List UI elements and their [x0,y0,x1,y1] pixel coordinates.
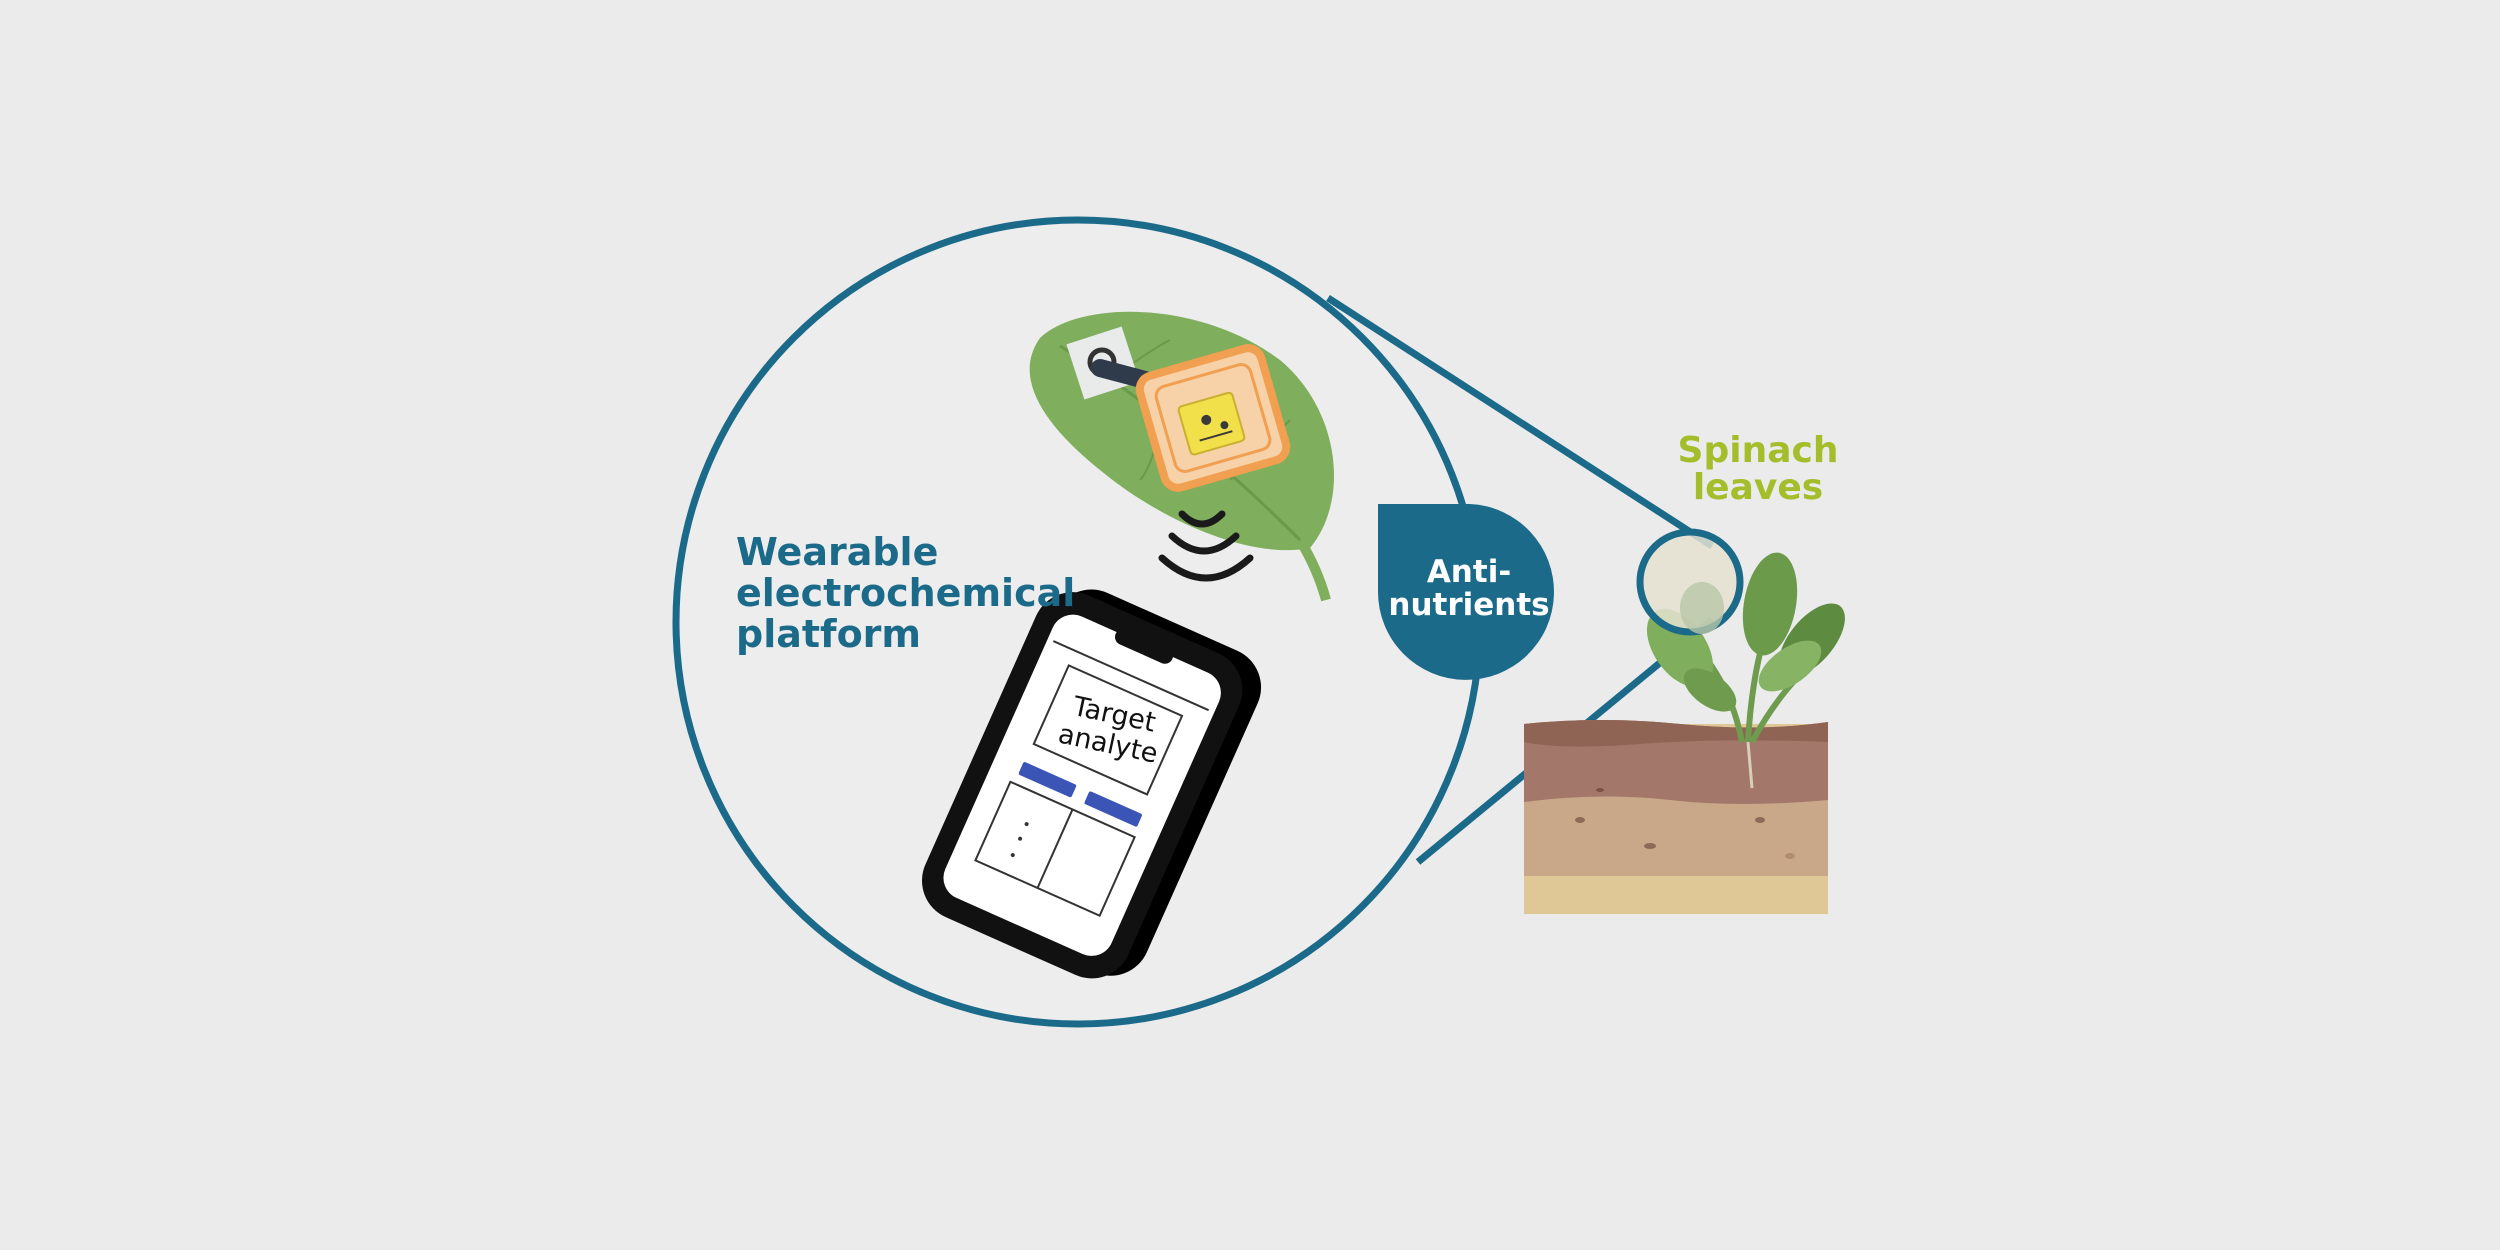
spinach-label: Spinach leaves [1677,430,1839,508]
platform-label: Wearable electrochemical platform [736,530,1076,656]
leaf-with-sensor [1029,311,1334,602]
antinutrients-bubble [1378,504,1554,680]
sensor-patch-icon [1135,344,1291,492]
zoom-line-top [1326,295,1714,549]
smartphone-icon [922,589,1262,979]
wireless-signal-icon [1158,510,1254,582]
soil-illustration [1524,720,1828,914]
antinutrients-label: Anti- nutrients [1388,554,1550,623]
